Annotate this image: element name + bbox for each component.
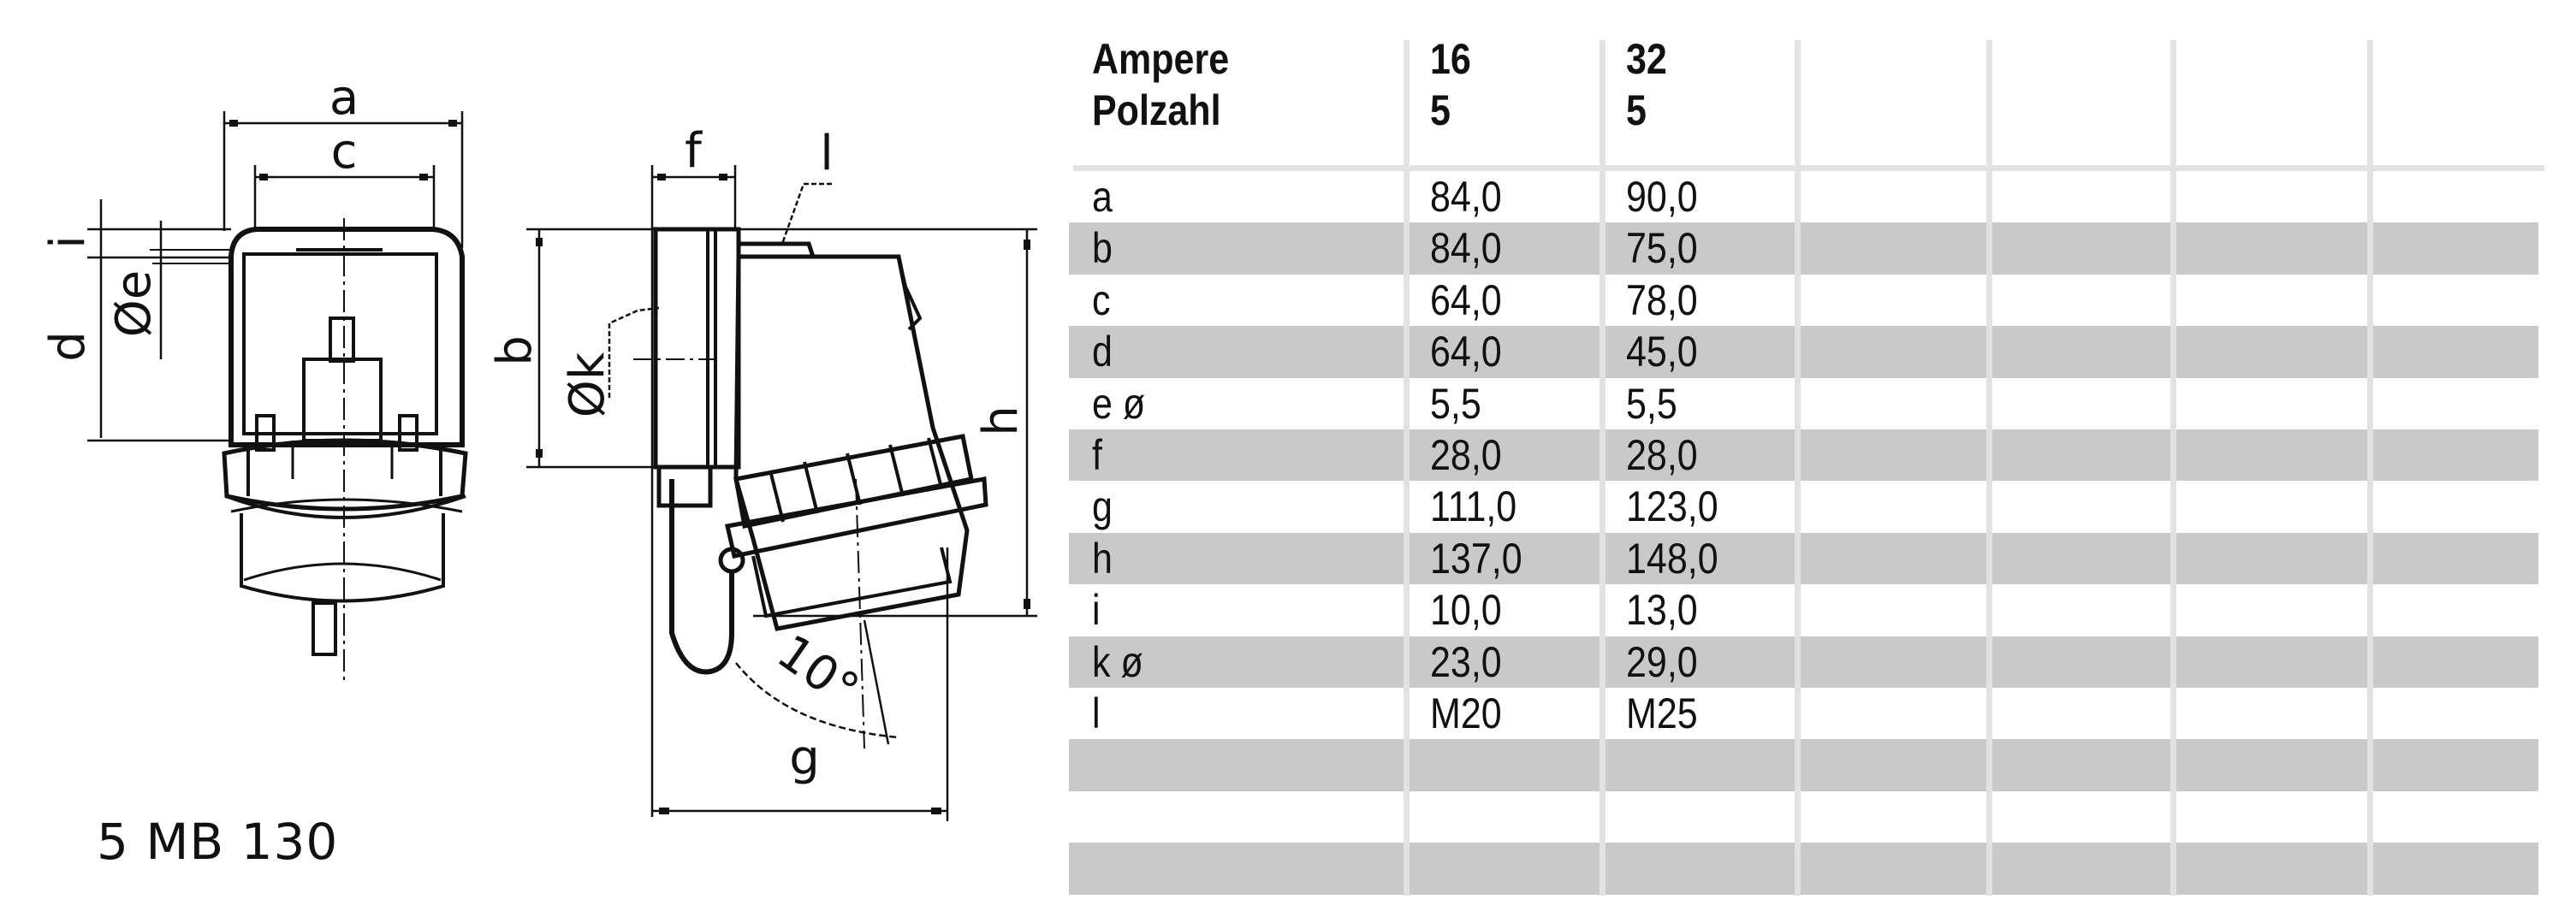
value-32a: 13,0 <box>1626 586 1698 635</box>
dim-label-d: d <box>40 331 96 362</box>
dim-label-k: Øk <box>560 352 615 417</box>
value-32a: M25 <box>1626 689 1698 737</box>
header-label-ampere: Ampere <box>1092 35 1230 83</box>
dim-label-f: f <box>685 123 703 179</box>
table-row: f 28,0 28,0 <box>1069 429 2538 482</box>
table-row: h 137,0 148,0 <box>1069 532 2538 585</box>
header-polzahl-16: 5 <box>1430 86 1451 134</box>
technical-drawing: a c i d Øe f l b Øk h g 10° <box>40 70 1037 821</box>
column-divider <box>2170 40 2176 896</box>
row-label: l <box>1092 689 1101 737</box>
value-16a: 64,0 <box>1430 328 1502 376</box>
value-32a: 148,0 <box>1626 534 1718 583</box>
value-16a: 84,0 <box>1430 224 1502 273</box>
value-16a: 84,0 <box>1430 173 1502 221</box>
front-view <box>87 111 468 680</box>
value-32a: 45,0 <box>1626 328 1698 376</box>
table-row: e ø 5,5 5,5 <box>1069 378 2538 429</box>
table-row: l M20 M25 <box>1069 688 2538 739</box>
dim-label-b: b <box>487 335 543 366</box>
model-number: 5 MB 130 <box>97 813 339 871</box>
column-divider <box>1600 40 1606 896</box>
dim-label-g: g <box>789 731 820 786</box>
table-row: a 84,0 90,0 <box>1069 171 2538 222</box>
value-16a: 64,0 <box>1430 275 1502 324</box>
column-divider <box>1986 40 1992 896</box>
dim-label-a: a <box>329 70 359 126</box>
side-view <box>526 165 1037 821</box>
angle-label: 10° <box>767 624 869 719</box>
table-row: k ø 23,0 29,0 <box>1069 636 2538 688</box>
table-row <box>1069 739 2538 791</box>
dim-label-l: l <box>820 126 834 181</box>
row-label: i <box>1092 586 1101 635</box>
header-ampere-32: 32 <box>1626 35 1667 83</box>
dim-label-h: h <box>973 405 1029 436</box>
value-16a: 28,0 <box>1430 431 1502 479</box>
dim-label-e: Øe <box>106 270 162 338</box>
value-32a: 5,5 <box>1626 379 1677 428</box>
value-16a: 111,0 <box>1430 482 1517 531</box>
table-row: g 111,0 123,0 <box>1069 481 2538 532</box>
value-16a: 23,0 <box>1430 637 1502 686</box>
table-row: c 64,0 78,0 <box>1069 275 2538 326</box>
value-32a: 29,0 <box>1626 637 1698 686</box>
value-16a: 10,0 <box>1430 586 1502 635</box>
table-row <box>1069 791 2538 843</box>
value-32a: 28,0 <box>1626 431 1698 479</box>
row-label: k ø <box>1092 637 1143 686</box>
column-divider <box>1404 40 1410 896</box>
value-32a: 75,0 <box>1626 224 1698 273</box>
row-label: d <box>1092 328 1113 376</box>
value-32a: 123,0 <box>1626 482 1718 531</box>
header-label-polzahl: Polzahl <box>1092 86 1221 134</box>
header-polzahl-32: 5 <box>1626 86 1647 134</box>
table-row <box>1069 843 2538 895</box>
column-divider <box>1795 40 1801 896</box>
dim-label-i: i <box>40 235 96 249</box>
header-divider <box>1073 165 2544 171</box>
table-row: i 10,0 13,0 <box>1069 584 2538 636</box>
value-16a: 5,5 <box>1430 379 1481 428</box>
value-32a: 90,0 <box>1626 173 1698 221</box>
table-row: b 84,0 75,0 <box>1069 222 2538 275</box>
row-label: c <box>1092 275 1111 324</box>
row-label: e ø <box>1092 379 1146 428</box>
row-label: f <box>1092 431 1102 479</box>
header-ampere-16: 16 <box>1430 35 1471 83</box>
column-divider <box>2367 40 2373 896</box>
value-16a: M20 <box>1430 689 1502 737</box>
table-row: d 64,0 45,0 <box>1069 326 2538 378</box>
dimension-table: a 84,0 90,0 b 84,0 75,0 c 64,0 78,0 d 64,0 45,0 e ø 5… <box>1069 35 2544 896</box>
value-16a: 137,0 <box>1430 534 1522 583</box>
row-label: a <box>1092 173 1113 221</box>
row-label: g <box>1092 482 1113 531</box>
dim-label-c: c <box>331 124 358 180</box>
dimension-letters: a c i d Øe f l b Øk h g 10° <box>40 70 1029 786</box>
value-32a: 78,0 <box>1626 275 1698 324</box>
row-label: h <box>1092 534 1113 583</box>
row-label: b <box>1092 224 1113 273</box>
